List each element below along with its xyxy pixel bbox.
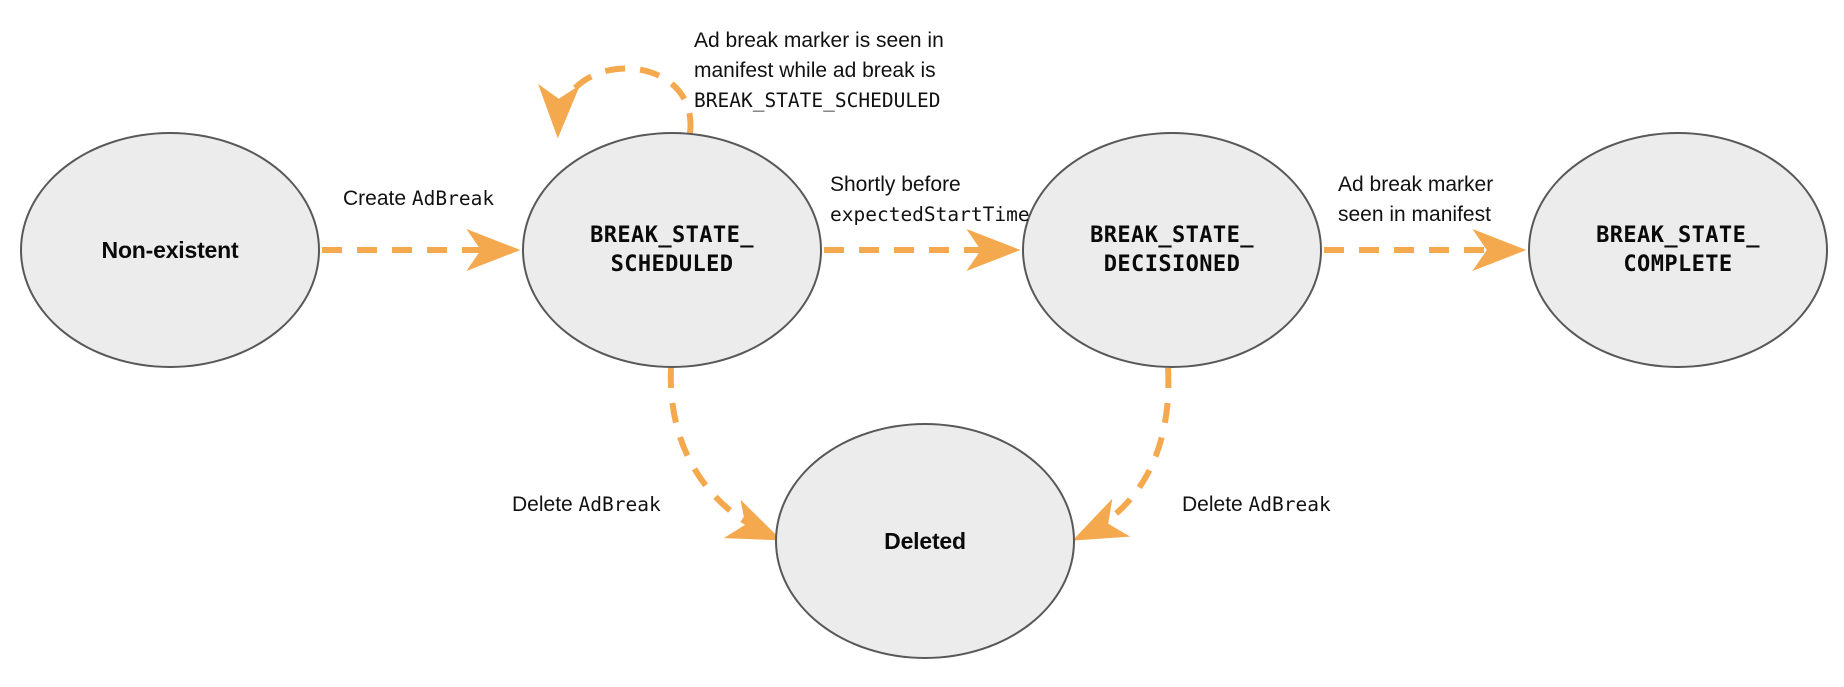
edge-label-segment: Delete [512,493,579,516]
edge-label-segment: AdBreak [578,493,661,516]
edge-label-segment: Shortly before [830,173,961,196]
edge-label-segment: Ad break marker seen in manifest [1338,173,1494,226]
edge-label-segment: Ad break marker is seen in manifest whil… [694,29,944,82]
edge-label-delete-adbreak-from-decisioned: Delete AdBreak [1182,490,1331,520]
edge-label-segment: Delete [1182,493,1249,516]
state-node-deleted[interactable]: Deleted [775,423,1075,659]
edge-label-create-adbreak: Create AdBreak [343,184,494,214]
state-node-break-state-complete[interactable]: BREAK_STATE_ COMPLETE [1528,132,1828,368]
edge-label-segment: Create [343,187,412,210]
state-node-label: Deleted [884,527,966,554]
edge-label-shortly-before-expected-start-time: Shortly before expectedStartTime [830,170,1030,230]
edge-label-ad-break-marker-seen-in-manifest: Ad break marker seen in manifest [1338,170,1493,230]
edge-delete-adbreak-from-decisioned [1072,367,1172,541]
state-node-break-state-decisioned[interactable]: BREAK_STATE_ DECISIONED [1022,132,1322,368]
state-node-label: BREAK_STATE_ COMPLETE [1596,222,1760,277]
edge-label-segment: expectedStartTime [830,202,1030,226]
state-node-label: BREAK_STATE_ DECISIONED [1090,222,1254,277]
edge-label-scheduled-self-loop: Ad break marker is seen in manifest whil… [694,26,944,115]
state-node-label: Non-existent [101,236,239,263]
state-node-label: BREAK_STATE_ SCHEDULED [590,222,754,277]
state-node-break-state-scheduled[interactable]: BREAK_STATE_ SCHEDULED [522,132,822,368]
edge-label-segment: AdBreak [1248,493,1331,516]
state-node-non-existent[interactable]: Non-existent [20,132,320,368]
edge-label-segment: AdBreak [411,187,495,210]
edge-delete-adbreak-from-scheduled [667,367,782,541]
edge-label-segment: BREAK_STATE_SCHEDULED [694,88,941,112]
edge-scheduled-self-loop [538,65,694,139]
edge-label-delete-adbreak-from-scheduled: Delete AdBreak [512,490,661,520]
